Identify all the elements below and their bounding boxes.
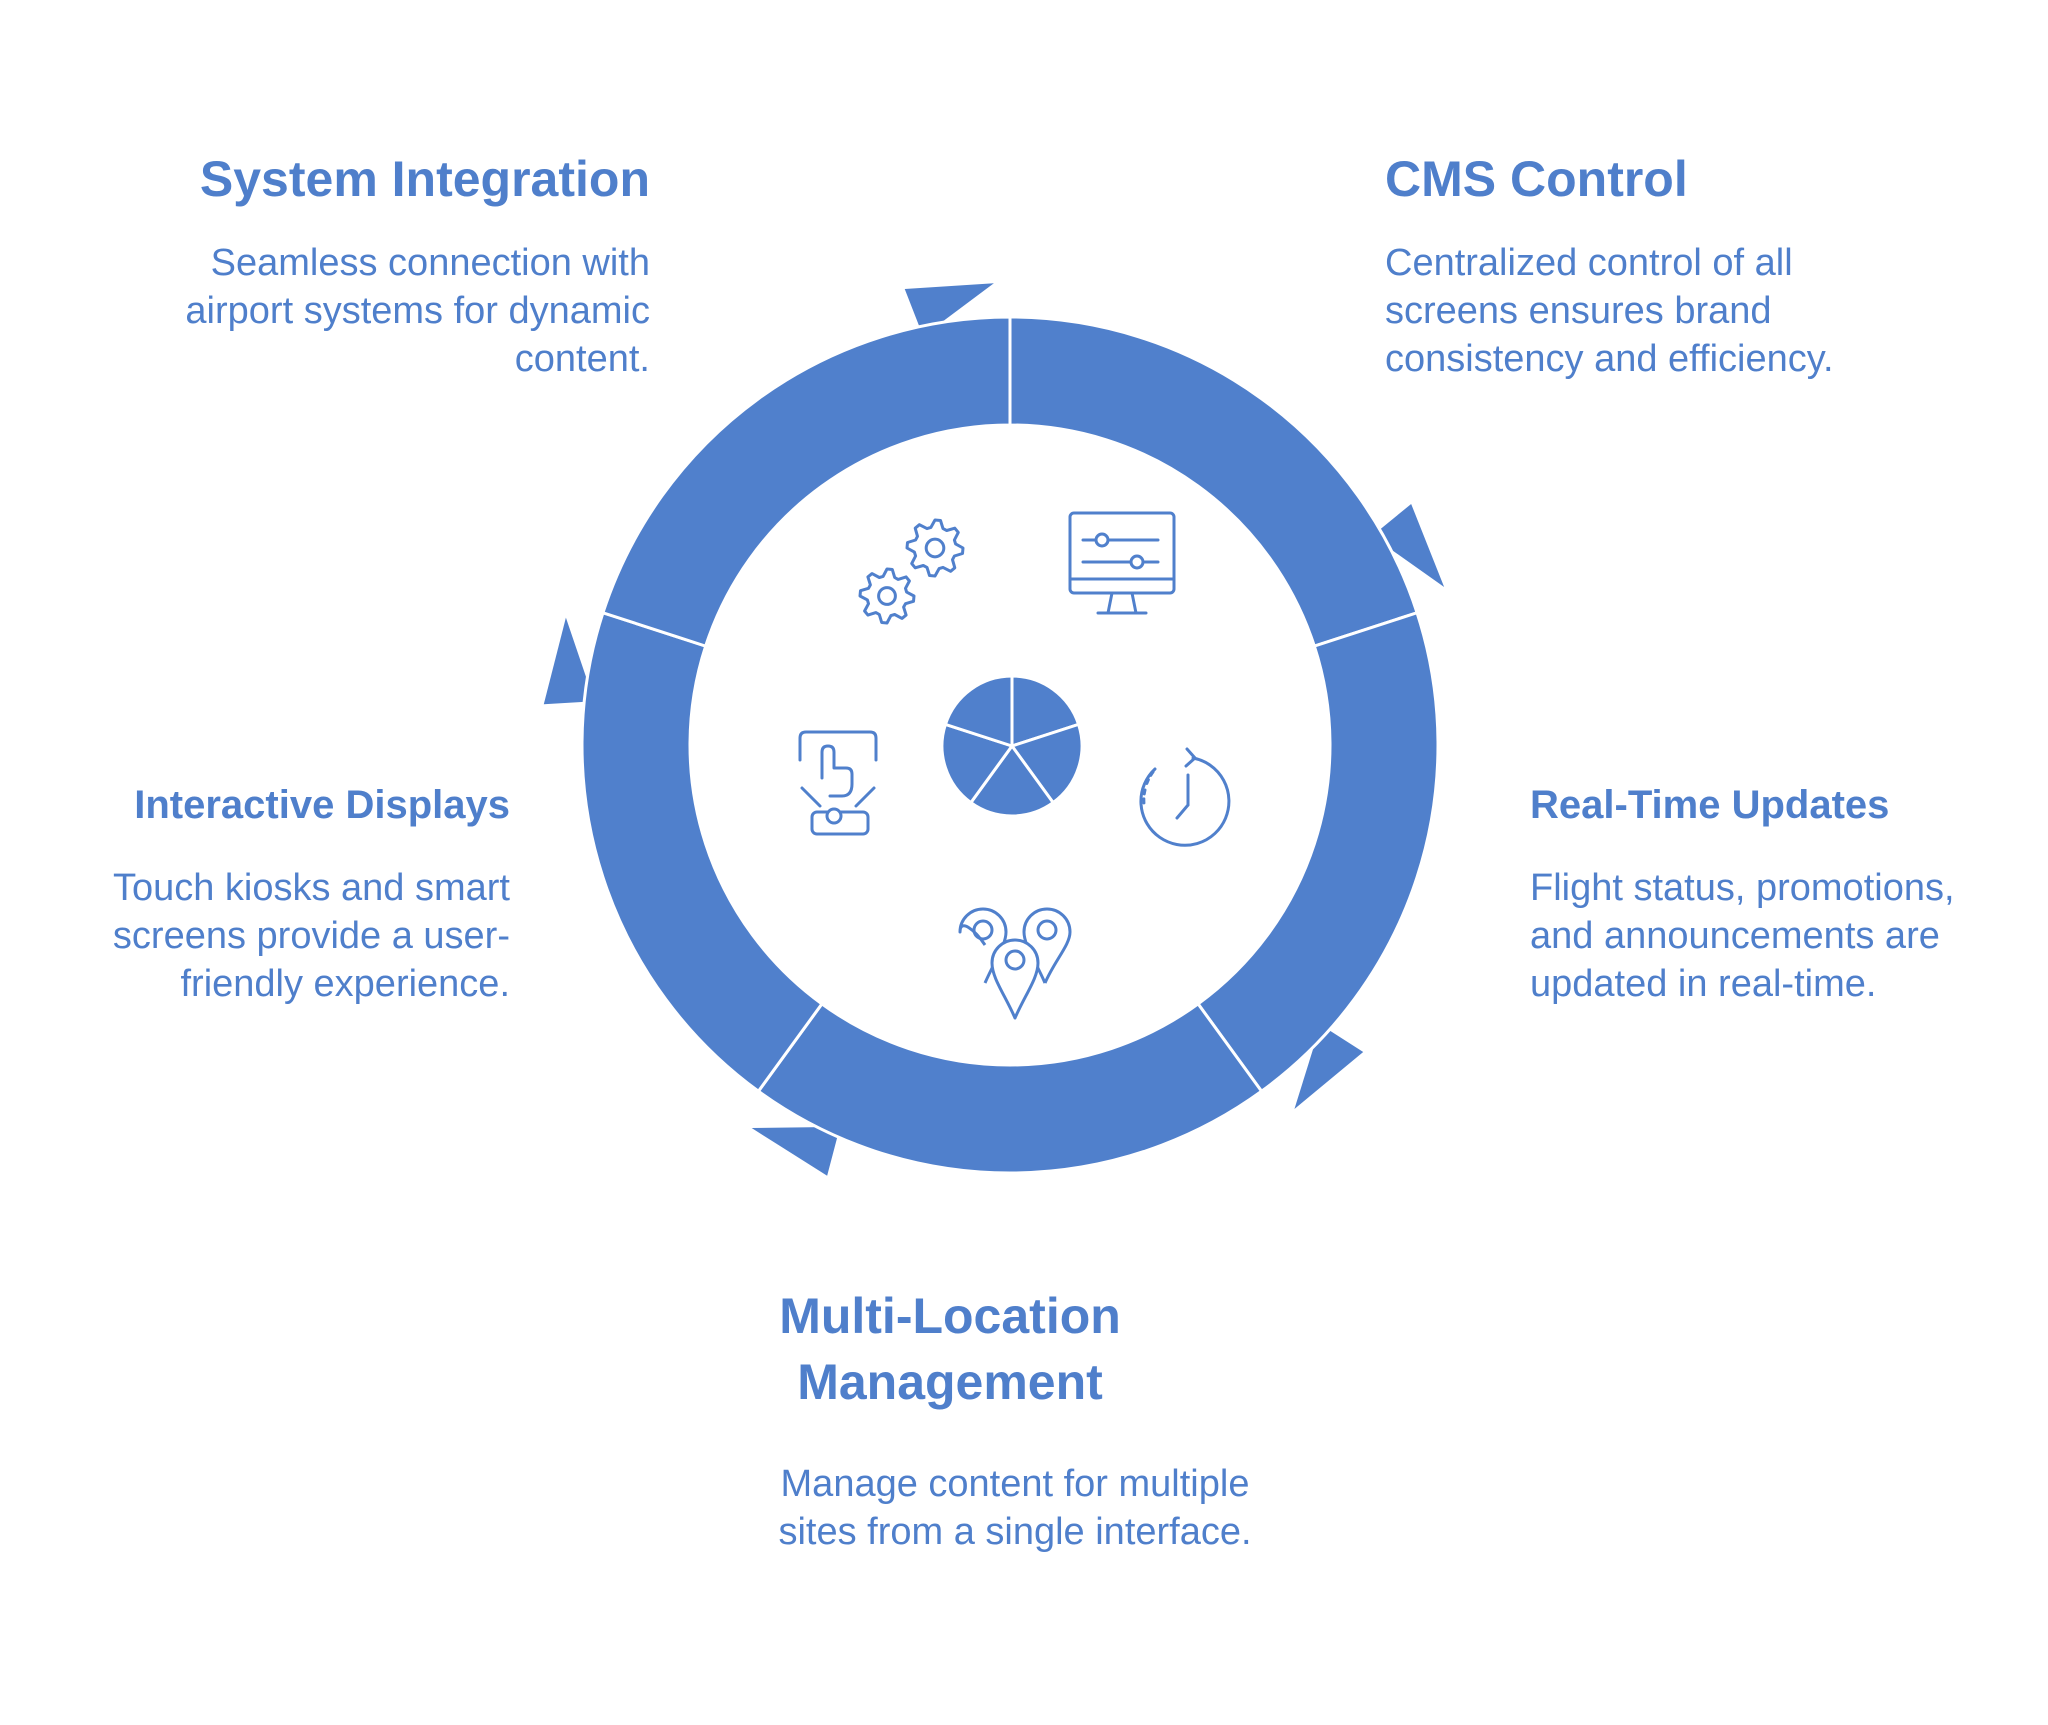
section-title: Multi-Location Management	[779, 1288, 1121, 1410]
touch-kiosk-icon	[798, 730, 878, 836]
section-description: Flight status, promotions, and announcem…	[1530, 867, 1955, 1005]
ring-segment-real-time-updates	[756, 1001, 1264, 1175]
ring-segment-system-integration	[1008, 315, 1419, 649]
section-description: Seamless connection with airport systems…	[185, 241, 650, 380]
ring-arrow	[543, 617, 595, 705]
section-system-integration: System Integration Seamless connection w…	[120, 148, 650, 383]
section-description: Manage content for multiple sites from a…	[778, 1463, 1252, 1553]
ring-segment-interactive-displays	[601, 315, 1012, 649]
pie-wedge	[943, 674, 1014, 749]
map-pins-icon	[958, 907, 1072, 1020]
section-title: CMS Control	[1385, 151, 1688, 207]
section-interactive-displays: Interactive Displays Touch kiosks and sm…	[60, 780, 510, 1008]
ring-arrow	[1294, 1024, 1364, 1110]
ring-arrow	[1371, 503, 1445, 587]
clock-refresh-icon	[1139, 747, 1231, 847]
ring-arrow	[751, 1126, 840, 1176]
ring-segment-multi-location	[580, 610, 825, 1094]
pie-wedge	[940, 722, 1015, 805]
section-cms-control: CMS Control Centralized control of all s…	[1385, 148, 1925, 383]
section-title: Real-Time Updates	[1530, 783, 1890, 827]
section-description: Touch kiosks and smart screens provide a…	[112, 867, 510, 1005]
section-multi-location: Multi-Location Management	[750, 1283, 1150, 1415]
section-real-time-updates: Real-Time Updates Flight status, promoti…	[1530, 780, 2000, 1008]
cycle-ring	[543, 283, 1445, 1176]
monitor-sliders-icon	[1068, 511, 1176, 615]
pie-wedge	[968, 743, 1056, 818]
gears-icon	[858, 518, 965, 625]
section-multi-location-desc: Manage content for multiple sites from a…	[755, 1460, 1275, 1556]
section-description: Centralized control of all screens ensur…	[1385, 241, 1834, 380]
pie-wedge	[1009, 722, 1084, 805]
ring-segment-cms-control	[1195, 610, 1440, 1094]
section-title: Interactive Displays	[134, 783, 510, 827]
pie-chart-icon	[940, 674, 1084, 818]
section-title: System Integration	[199, 151, 650, 207]
ring-arrow	[904, 283, 994, 337]
